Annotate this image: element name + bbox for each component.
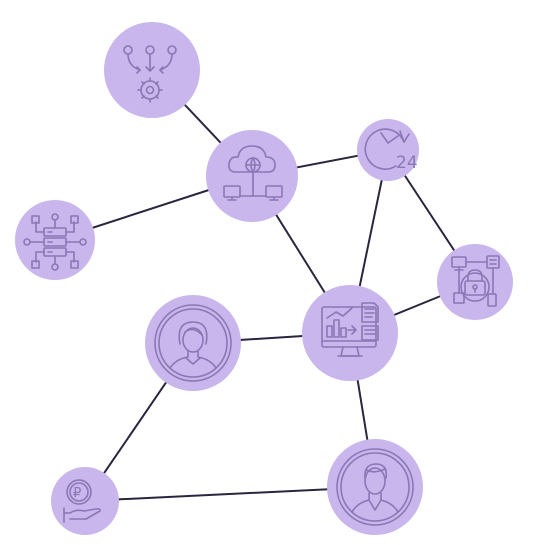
analytics-dashboard-icon [321,302,379,357]
node-payment: ₽ [51,467,119,535]
node-server-hub [15,200,95,280]
node-clock-24: 24 [357,119,419,181]
ruble-label: ₽ [73,486,81,501]
edge-payment-man [84,486,376,502]
node-analytics [302,285,398,381]
woman-avatar-icon [154,304,232,382]
workflow-gear-icon [123,45,177,103]
cloud-network-icon [223,145,283,201]
security-lock-network-icon [451,255,500,307]
node-cloud-network [206,130,298,222]
clock-24-label: 24 [396,153,418,173]
clock-24-icon [364,128,410,170]
man-avatar-icon [336,448,414,526]
ruble-coin-hand-icon [63,479,101,523]
node-man [327,439,423,535]
node-security-lock [437,244,513,320]
node-woman [145,295,241,391]
node-workflow [104,22,200,118]
server-hub-icon [23,213,87,271]
